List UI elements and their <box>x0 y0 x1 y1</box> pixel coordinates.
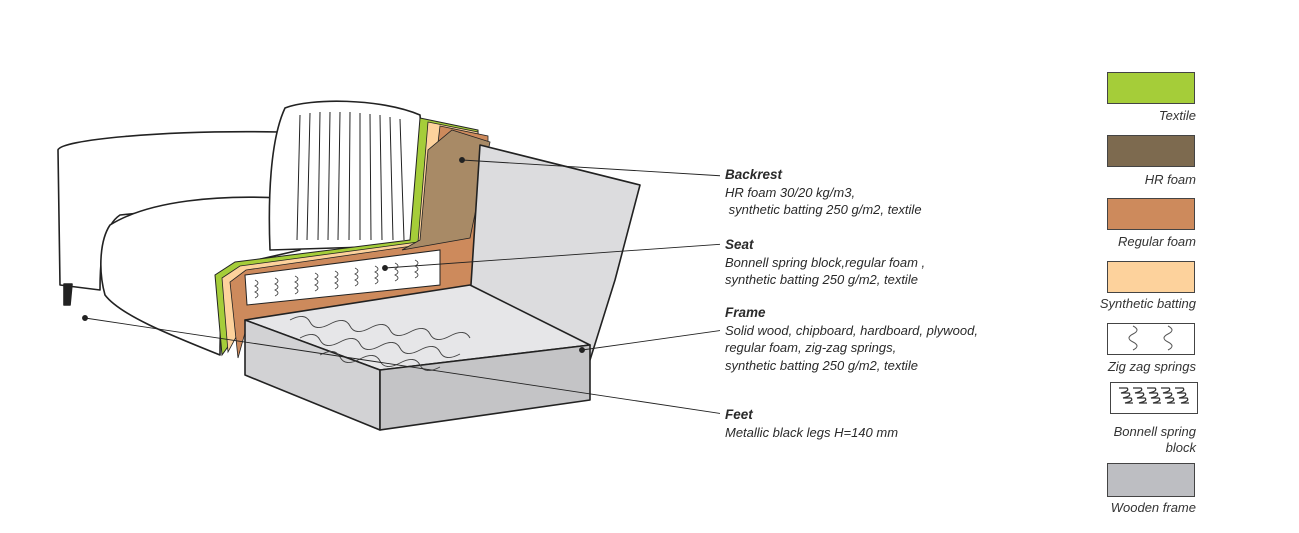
legend-swatch-textile <box>1107 72 1195 104</box>
legend-swatch-hr-foam <box>1107 135 1195 167</box>
legend-label: Zig zag springs <box>1107 359 1196 374</box>
legend-swatch-synthetic-batting <box>1107 261 1195 293</box>
annotation-feet: Feet Metallic black legs H=140 mm <box>725 406 898 441</box>
annotation-line: Metallic black legs H=140 mm <box>725 424 899 440</box>
spring-block <box>244 249 441 306</box>
annotation-line: HR foam 30/20 kg/m3, <box>725 184 856 200</box>
legend-label: Textile <box>1158 108 1196 123</box>
annotation-line: regular foam, zig-zag springs, <box>725 340 897 355</box>
leader-seat <box>384 243 720 269</box>
annotation-frame: Frame Solid wood, chipboard, hardboard, … <box>725 304 978 374</box>
annotation-title: Seat <box>725 237 754 252</box>
annotation-line: synthetic batting 250 g/m2, textile <box>725 357 918 373</box>
legend-swatch-zigzag-springs <box>1107 323 1195 355</box>
annotation-title: Frame <box>725 305 766 320</box>
legend-swatch-regular-foam <box>1107 198 1195 230</box>
leader-feet <box>84 317 720 414</box>
zigzag-spring-icon <box>1128 325 1173 351</box>
annotation-seat: Seat Bonnell spring block,regular foam ,… <box>725 236 925 289</box>
legend-label: Wooden frame <box>1110 500 1196 515</box>
leader-backrest <box>461 159 720 177</box>
legend-label: block <box>1165 440 1196 455</box>
legend-swatch-bonnell-spring-block <box>1110 382 1198 414</box>
annotation-line: Bonnell spring block,regular foam , <box>725 254 926 270</box>
legend-label: Regular foam <box>1117 234 1196 249</box>
legend: Textile HR foam Regular foam Synthetic b… <box>1080 0 1198 533</box>
bonnell-springs <box>254 259 419 299</box>
sofa-leg <box>63 283 73 306</box>
legend-swatch-wooden-frame <box>1107 463 1195 497</box>
annotation-title: Feet <box>725 407 753 422</box>
annotation-line: Solid wood, chipboard, hardboard, plywoo… <box>725 322 978 338</box>
legend-label: Synthetic batting <box>1099 296 1196 311</box>
leader-frame <box>581 330 720 351</box>
annotation-line: synthetic batting 250 g/m2, textile <box>725 272 918 287</box>
annotation-backrest: Backrest HR foam 30/20 kg/m3, synthetic … <box>725 166 922 219</box>
frame-side <box>379 344 591 431</box>
sofa-cutaway-illustration <box>57 100 720 431</box>
legend-label: Bonnell spring <box>1113 424 1196 439</box>
annotation-title: Backrest <box>725 167 783 182</box>
coil-spring-icon <box>1119 387 1189 404</box>
zigzag-springs <box>289 316 471 371</box>
legend-label: HR foam <box>1144 172 1196 187</box>
annotation-line: synthetic batting 250 g/m2, textile <box>725 202 922 217</box>
